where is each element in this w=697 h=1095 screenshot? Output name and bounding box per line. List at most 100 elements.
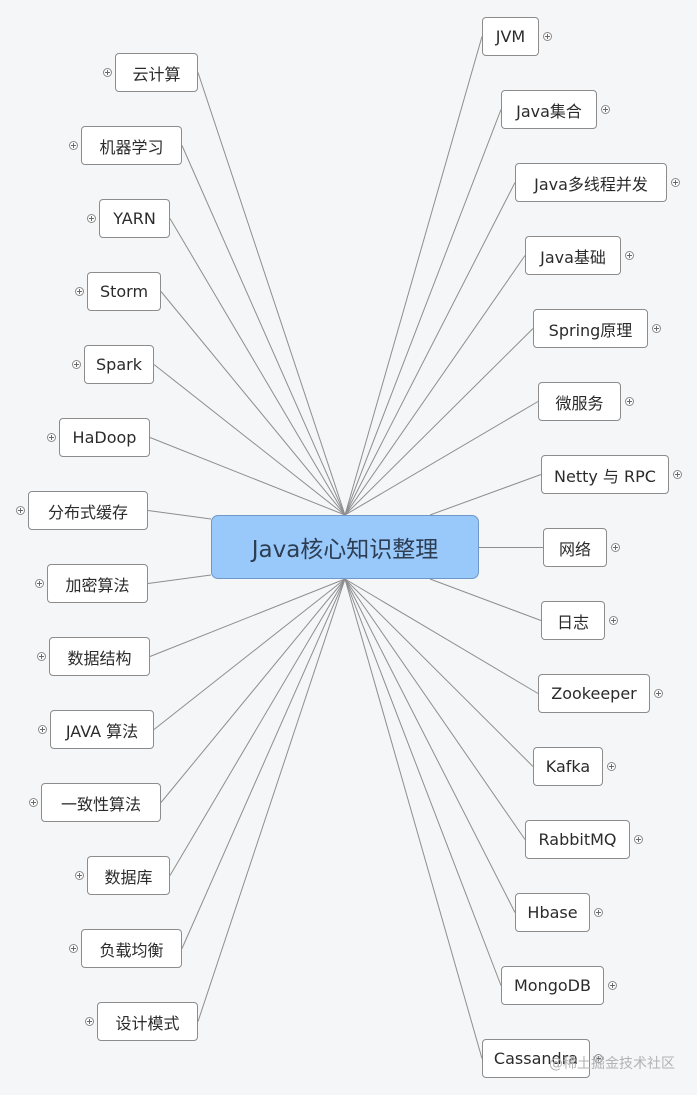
expand-plus-icon[interactable] xyxy=(87,214,96,223)
expand-plus-icon[interactable] xyxy=(35,579,44,588)
expand-plus-icon[interactable] xyxy=(38,725,47,734)
expand-plus-icon[interactable] xyxy=(47,433,56,442)
topic-label: 数据结构 xyxy=(67,648,132,668)
connector-left-3 xyxy=(169,218,346,516)
left-topic-topic-9[interactable]: 数据结构 xyxy=(49,637,150,676)
left-topic-topic-8[interactable]: 加密算法 xyxy=(47,564,148,603)
connector-left-6 xyxy=(149,437,346,516)
topic-label: Cassandra xyxy=(493,1049,579,1068)
right-topic-topic-8[interactable]: 网络 xyxy=(543,528,607,567)
connector-right-9 xyxy=(429,578,542,621)
topic-label: JAVA 算法 xyxy=(65,721,139,741)
topic-label: 日志 xyxy=(556,612,589,632)
connector-left-10 xyxy=(153,578,346,730)
topic-label: 负载均衡 xyxy=(99,940,164,960)
topic-label: Java集合 xyxy=(516,101,582,121)
expand-plus-icon[interactable] xyxy=(69,141,78,150)
left-topic-storm[interactable]: Storm xyxy=(87,272,161,311)
topic-label: 机器学习 xyxy=(99,137,164,157)
topic-label: Zookeeper xyxy=(551,684,637,703)
left-topic-topic-1[interactable]: 云计算 xyxy=(115,53,198,92)
right-topic-zookeeper[interactable]: Zookeeper xyxy=(538,674,650,713)
right-topic-topic-9[interactable]: 日志 xyxy=(541,601,605,640)
topic-label: RabbitMQ xyxy=(538,830,617,849)
topic-label: 网络 xyxy=(558,539,591,559)
left-topic-spark[interactable]: Spark xyxy=(84,345,154,384)
connector-left-8 xyxy=(147,574,212,584)
watermark: @稀土掘金技术社区 xyxy=(549,1056,675,1072)
expand-plus-icon[interactable] xyxy=(609,616,618,625)
topic-label: 加密算法 xyxy=(65,575,130,595)
left-topic-java[interactable]: JAVA 算法 xyxy=(50,710,154,749)
expand-plus-icon[interactable] xyxy=(671,178,680,187)
expand-plus-icon[interactable] xyxy=(75,287,84,296)
right-topic-java[interactable]: Java多线程并发 xyxy=(515,163,667,202)
connector-left-12 xyxy=(169,578,346,876)
connector-left-13 xyxy=(181,578,346,949)
connector-right-14 xyxy=(344,578,502,986)
expand-plus-icon[interactable] xyxy=(611,543,620,552)
right-topic-kafka[interactable]: Kafka xyxy=(533,747,603,786)
right-topic-mongodb[interactable]: MongoDB xyxy=(501,966,604,1005)
connector-right-6 xyxy=(344,401,539,516)
connector-left-1 xyxy=(197,72,346,516)
expand-plus-icon[interactable] xyxy=(103,68,112,77)
expand-plus-icon[interactable] xyxy=(654,689,663,698)
topic-label: Storm xyxy=(99,282,149,301)
expand-plus-icon[interactable] xyxy=(29,798,38,807)
central-topic[interactable]: Java核心知识整理 xyxy=(211,515,479,579)
connector-left-9 xyxy=(149,578,346,657)
expand-plus-icon[interactable] xyxy=(625,397,634,406)
left-topic-hadoop[interactable]: HaDoop xyxy=(59,418,150,457)
connector-right-10 xyxy=(344,578,539,694)
connector-right-12 xyxy=(344,578,526,840)
expand-plus-icon[interactable] xyxy=(673,470,682,479)
right-topic-netty-rpc[interactable]: Netty 与 RPC xyxy=(541,455,669,494)
expand-plus-icon[interactable] xyxy=(85,1017,94,1026)
left-topic-yarn[interactable]: YARN xyxy=(99,199,170,238)
expand-plus-icon[interactable] xyxy=(75,871,84,880)
expand-plus-icon[interactable] xyxy=(594,908,603,917)
expand-plus-icon[interactable] xyxy=(72,360,81,369)
expand-plus-icon[interactable] xyxy=(594,1054,603,1063)
topic-label: 云计算 xyxy=(132,64,181,84)
left-topic-topic-12[interactable]: 数据库 xyxy=(87,856,170,895)
right-topic-jvm[interactable]: JVM xyxy=(482,17,539,56)
left-topic-topic-13[interactable]: 负载均衡 xyxy=(81,929,182,968)
connector-right-11 xyxy=(344,578,534,767)
right-topic-hbase[interactable]: Hbase xyxy=(515,893,590,932)
topic-label: Java多线程并发 xyxy=(534,174,648,194)
left-topic-topic-14[interactable]: 设计模式 xyxy=(97,1002,198,1041)
right-topic-cassandra[interactable]: Cassandra xyxy=(482,1039,590,1078)
right-topic-java[interactable]: Java基础 xyxy=(525,236,621,275)
topic-label: 分布式缓存 xyxy=(47,502,128,522)
expand-plus-icon[interactable] xyxy=(16,506,25,515)
connector-right-13 xyxy=(344,578,516,913)
connector-left-14 xyxy=(197,578,346,1022)
connector-right-7 xyxy=(429,474,542,516)
expand-plus-icon[interactable] xyxy=(625,251,634,260)
right-topic-rabbitmq[interactable]: RabbitMQ xyxy=(525,820,630,859)
left-topic-topic-11[interactable]: 一致性算法 xyxy=(41,783,161,822)
topic-label: 微服务 xyxy=(555,393,604,413)
topic-label: Spark xyxy=(96,355,142,374)
right-topic-spring[interactable]: Spring原理 xyxy=(533,309,648,348)
expand-plus-icon[interactable] xyxy=(69,944,78,953)
connector-left-4 xyxy=(160,291,346,516)
right-topic-topic-6[interactable]: 微服务 xyxy=(538,382,621,421)
right-topic-java[interactable]: Java集合 xyxy=(501,90,597,129)
central-topic-label: Java核心知识整理 xyxy=(251,537,439,563)
expand-plus-icon[interactable] xyxy=(607,762,616,771)
expand-plus-icon[interactable] xyxy=(634,835,643,844)
expand-plus-icon[interactable] xyxy=(608,981,617,990)
expand-plus-icon[interactable] xyxy=(37,652,46,661)
left-topic-topic-2[interactable]: 机器学习 xyxy=(81,126,182,165)
connector-left-2 xyxy=(181,145,346,516)
expand-plus-icon[interactable] xyxy=(601,105,610,114)
topic-label: Netty 与 RPC xyxy=(554,466,656,486)
expand-plus-icon[interactable] xyxy=(652,324,661,333)
expand-plus-icon[interactable] xyxy=(543,32,552,41)
left-topic-topic-7[interactable]: 分布式缓存 xyxy=(28,491,148,530)
topic-label: Java基础 xyxy=(540,247,606,267)
